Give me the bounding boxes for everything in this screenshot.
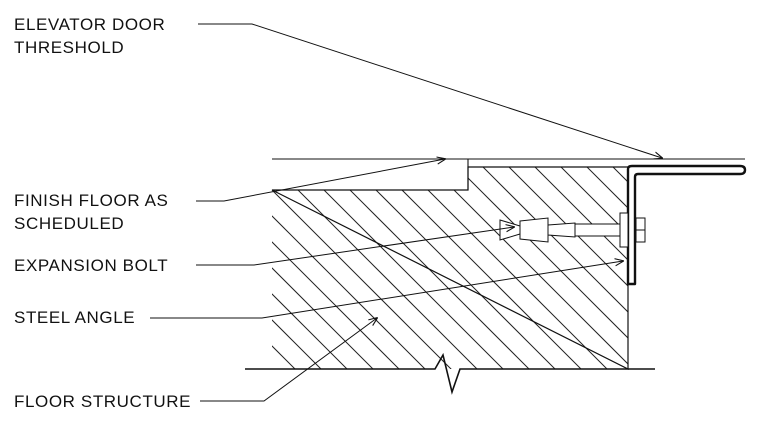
label-elevator-door-threshold: ELEVATOR DOOR THRESHOLD xyxy=(14,15,166,57)
floor-structure-outline xyxy=(271,166,629,370)
leader-floor-structure xyxy=(200,318,377,402)
label-expansion-bolt: EXPANSION BOLT xyxy=(14,256,169,275)
leader-steel-angle xyxy=(150,261,623,319)
expansion-bolt xyxy=(499,212,646,248)
leader-finish-floor xyxy=(196,159,445,202)
label-floor-structure: FLOOR STRUCTURE xyxy=(14,392,192,411)
label-finish-floor: FINISH FLOOR AS SCHEDULED xyxy=(14,191,169,233)
break-line xyxy=(245,352,655,395)
leader-expansion-bolt xyxy=(196,227,514,266)
floor-structure-hatch xyxy=(272,167,628,369)
label-steel-angle: STEEL ANGLE xyxy=(14,308,136,327)
steel-angle xyxy=(626,164,747,286)
leader-threshold xyxy=(198,23,662,158)
